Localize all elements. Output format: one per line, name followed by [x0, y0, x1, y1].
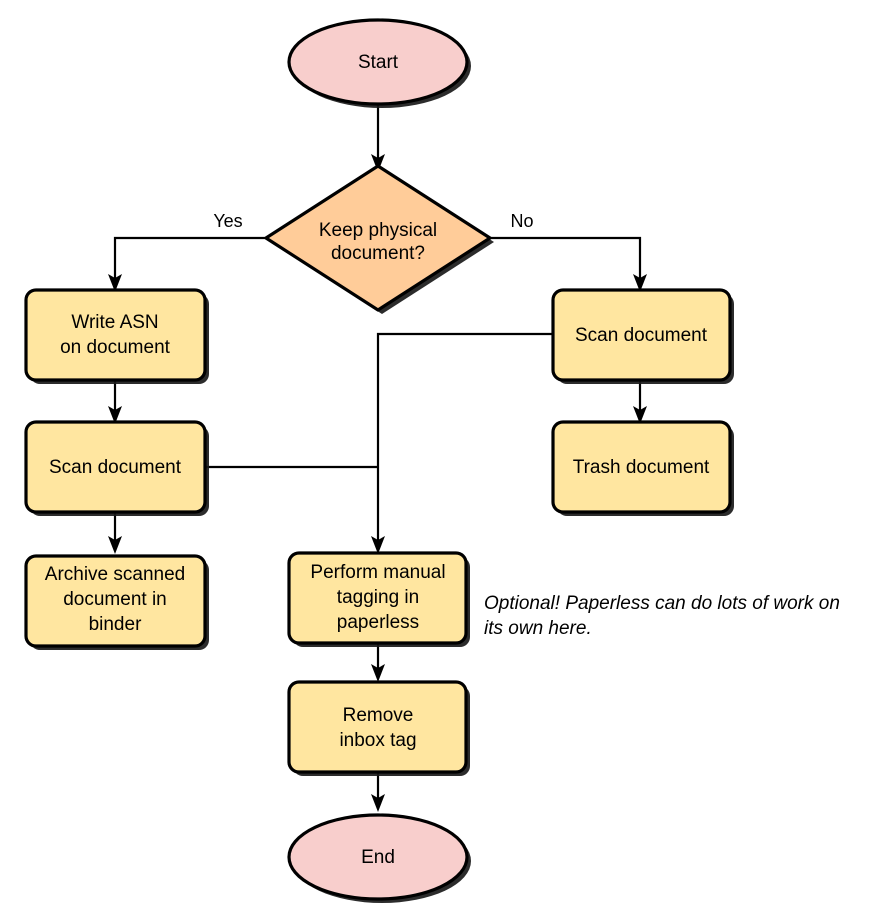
edge-scan-right-to-trash — [633, 380, 647, 424]
tagging-box — [287, 551, 468, 645]
node-end[interactable]: End — [287, 813, 471, 903]
node-remove-inbox-label-line1: Remove — [343, 705, 414, 726]
node-write-asn-label-line1: Write ASN — [71, 312, 158, 333]
write-asn-box — [24, 288, 207, 382]
node-end-label: End — [361, 847, 395, 868]
node-start-label: Start — [358, 52, 399, 73]
start-ellipse — [287, 18, 469, 106]
node-scan-document-left-label: Scan document — [49, 457, 182, 478]
edge-tagging-to-remove-inbox — [371, 643, 385, 682]
end-ellipse — [287, 813, 469, 901]
node-trash-document-label: Trash document — [573, 457, 710, 478]
decision-diamond — [264, 164, 492, 312]
node-tagging-label-line2: tagging in — [337, 587, 419, 608]
node-write-asn-on-document[interactable]: Write ASN on document — [24, 288, 209, 384]
annotation-optional-note: Optional! Paperless can do lots of work … — [484, 593, 840, 639]
edge-label-yes: Yes — [213, 211, 242, 231]
optional-note-line1: Optional! Paperless can do lots of work … — [484, 593, 840, 614]
edge-decision-no-to-scan-right — [490, 236, 647, 292]
node-remove-inbox-label-line2: inbox tag — [339, 730, 416, 751]
node-write-asn-label-line2: on document — [60, 337, 171, 358]
node-scan-document-right[interactable]: Scan document — [551, 288, 734, 384]
edge-decision-yes-to-write-asn — [108, 236, 266, 292]
node-archive-label-line2: document in — [63, 589, 167, 610]
scan-document-right-box — [551, 288, 732, 382]
scan-document-left-box — [24, 420, 207, 514]
node-archive-label-line3: binder — [89, 614, 142, 635]
trash-document-box — [551, 420, 732, 514]
node-decision-keep-physical-document[interactable]: Keep physical document? — [264, 164, 494, 314]
node-scan-document-left[interactable]: Scan document — [24, 420, 209, 516]
node-decision-label-line2: document? — [331, 243, 425, 264]
node-perform-manual-tagging[interactable]: Perform manual tagging in paperless — [287, 551, 470, 647]
node-remove-inbox-tag[interactable]: Remove inbox tag — [287, 680, 470, 776]
edge-scan-right-to-tagging — [371, 332, 553, 554]
node-trash-document[interactable]: Trash document — [551, 420, 734, 516]
edge-write-asn-to-scan-left — [108, 380, 122, 424]
node-start[interactable]: Start — [287, 18, 471, 108]
node-decision-label-line1: Keep physical — [319, 220, 437, 241]
edge-label-no: No — [510, 211, 533, 231]
edge-start-to-decision — [371, 103, 385, 172]
node-archive-scanned-document[interactable]: Archive scanned document in binder — [24, 554, 209, 650]
edge-scan-left-to-archive — [108, 512, 122, 554]
node-tagging-label-line1: Perform manual — [310, 562, 445, 583]
node-scan-document-right-label: Scan document — [575, 325, 708, 346]
optional-note-line2: its own here. — [484, 618, 592, 639]
remove-inbox-tag-box — [287, 680, 468, 774]
node-tagging-label-line3: paperless — [337, 612, 419, 633]
node-archive-label-line1: Archive scanned — [45, 564, 185, 585]
edge-remove-inbox-to-end — [371, 772, 385, 812]
archive-box — [24, 554, 207, 648]
